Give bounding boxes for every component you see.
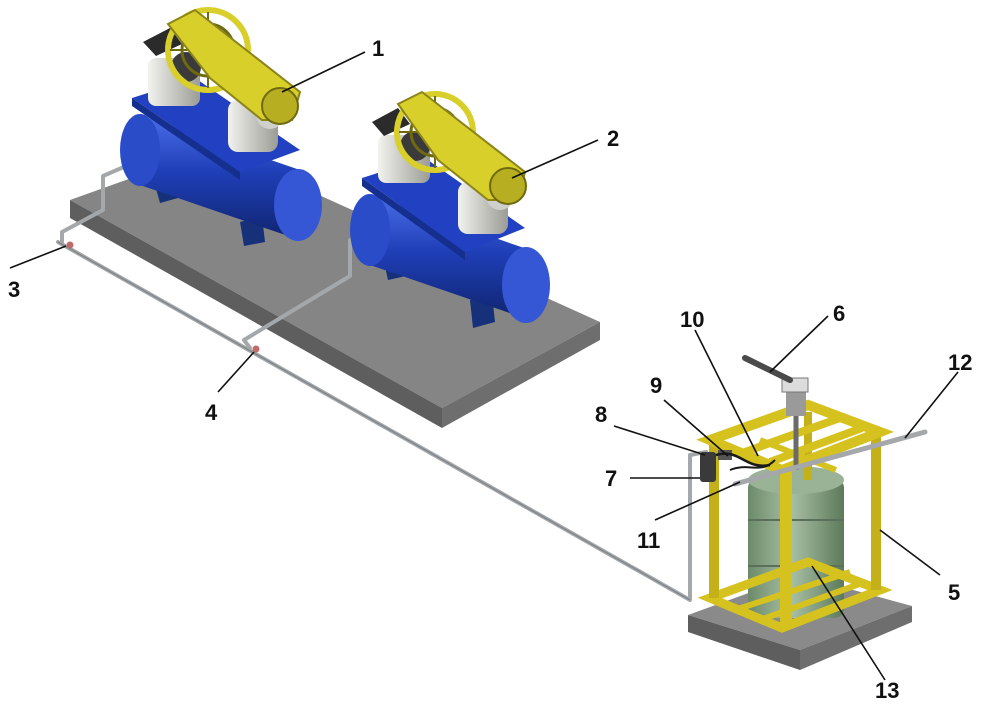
callout-5: 5 — [948, 580, 960, 605]
cross-rod-12 — [732, 429, 928, 487]
valve-7-8 — [700, 450, 732, 482]
compressor-base-platform — [70, 148, 600, 428]
callout-6: 6 — [833, 301, 845, 326]
callout-1: 1 — [372, 36, 384, 61]
callout-8: 8 — [595, 402, 607, 427]
callout-4: 4 — [205, 400, 218, 425]
leader-lines — [9, 51, 959, 681]
press-cylinder-assembly — [742, 355, 809, 470]
callout-3: 3 — [8, 277, 20, 302]
callout-12: 12 — [948, 350, 972, 375]
callout-2: 2 — [607, 126, 619, 151]
callout-7: 7 — [605, 466, 617, 491]
air-compressor-1 — [120, 7, 322, 246]
hose-9-10-11 — [715, 452, 776, 471]
callout-13: 13 — [875, 678, 899, 703]
callout-9: 9 — [650, 373, 662, 398]
air-compressor-2 — [350, 90, 550, 328]
valve-3 — [66, 241, 74, 249]
valve-4 — [252, 345, 260, 353]
callout-11: 11 — [637, 528, 660, 553]
callout-10: 10 — [680, 307, 704, 332]
